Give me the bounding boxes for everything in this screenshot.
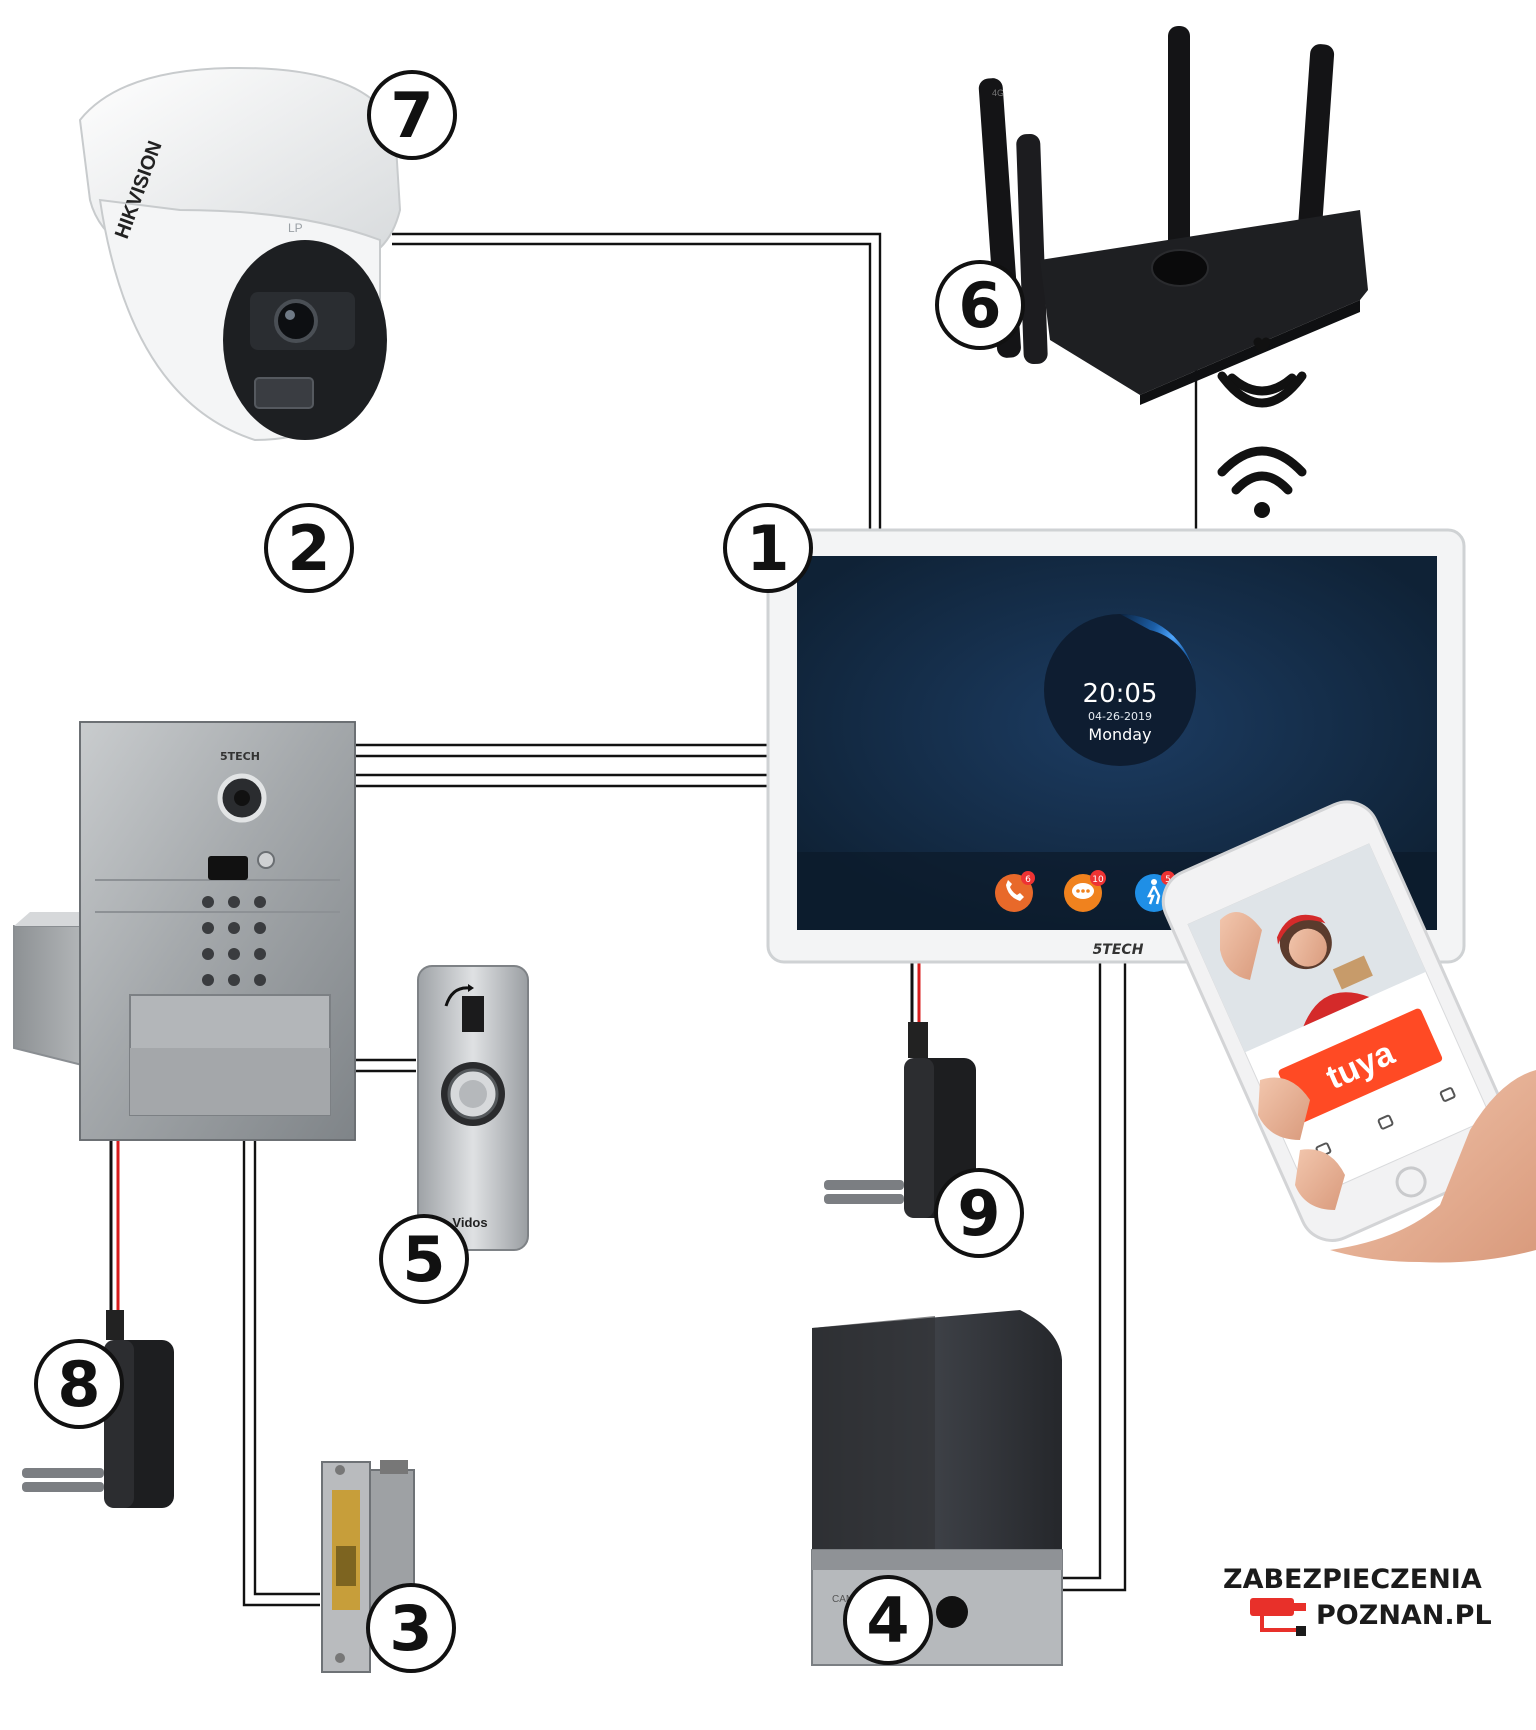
home-button[interactable] <box>1393 1163 1430 1200</box>
calls-count: 6 <box>1025 875 1031 885</box>
callout-9: 9 <box>934 1168 1024 1258</box>
panel-brand: 5TECH <box>220 750 260 763</box>
intercom-panel: 5TECH <box>13 721 356 1141</box>
callout-7: 7 <box>367 70 457 160</box>
logo-line1: ZABEZPIECZENIA <box>1223 1564 1482 1595</box>
wire-monitor-gate <box>1062 960 1127 1592</box>
motion-count: 5 <box>1165 875 1171 885</box>
monitor-clock: 20:05 <box>1083 679 1158 709</box>
exit-button-brand: Vidos <box>452 1215 487 1230</box>
dome-camera: HIKVISION LP <box>78 66 402 442</box>
electric-strike <box>321 1460 415 1673</box>
callout-3: 3 <box>366 1583 456 1673</box>
logo-line2: POZNAN.PL <box>1316 1600 1492 1631</box>
lock-icon[interactable] <box>1439 1087 1456 1102</box>
callout-1-label: 1 <box>746 512 789 585</box>
rfid-reader <box>208 856 248 880</box>
callout-4-label: 4 <box>866 1584 909 1657</box>
callout-8: 8 <box>34 1339 124 1429</box>
power-cable-panel <box>109 1140 120 1310</box>
callout-2-label: 2 <box>287 512 330 585</box>
callout-5: 5 <box>379 1214 469 1304</box>
callout-6: 6 <box>935 260 1025 350</box>
tuya-app-logo <box>1278 1008 1443 1123</box>
callout-4: 4 <box>843 1575 933 1665</box>
antenna-label: 4G <box>992 88 1004 98</box>
messages-count: 10 <box>1092 875 1104 885</box>
zabezpieczenia-logo: ZABEZPIECZENIA POZNAN.PL <box>1223 1564 1492 1636</box>
callouts: 1 2 3 4 5 6 7 8 <box>34 70 1025 1673</box>
monitor-weekday: Monday <box>1088 725 1151 744</box>
keypad[interactable] <box>202 896 266 986</box>
wire-panel-monitor <box>353 743 768 788</box>
wifi-icon <box>1217 337 1307 518</box>
gate-motor-brand: CAME <box>832 1594 861 1605</box>
callout-1: 1 <box>723 503 813 593</box>
refresh-icon[interactable] <box>1377 1114 1394 1130</box>
callout-9-label: 9 <box>957 1177 1000 1250</box>
exit-button: Vidos <box>417 965 529 1251</box>
callout-3-label: 3 <box>389 1592 432 1665</box>
smartphone: tuya <box>1161 800 1536 1263</box>
callout-7-label: 7 <box>390 79 433 152</box>
wire-camera-monitor <box>392 232 882 530</box>
monitor-date: 04-26-2019 <box>1088 710 1152 723</box>
monitor-badge-messages[interactable]: 10 <box>1064 870 1106 912</box>
power-cable-monitor <box>910 960 921 1025</box>
callout-8-label: 8 <box>57 1348 100 1421</box>
callout-2: 2 <box>264 503 354 593</box>
camera-lens-label: LP <box>288 221 303 235</box>
monitor-badge-calls[interactable]: 6 <box>995 871 1035 912</box>
cctv-icon <box>1250 1598 1306 1636</box>
monitor-brand: 5TECH <box>1093 942 1144 958</box>
call-button[interactable] <box>257 851 275 869</box>
wiring <box>242 232 1198 1607</box>
power-supply-monitor <box>824 1022 976 1218</box>
callout-5-label: 5 <box>402 1223 445 1296</box>
router: 4G <box>978 26 1368 405</box>
wire-panel-strike <box>242 1092 320 1607</box>
callout-6-label: 6 <box>958 269 1001 342</box>
